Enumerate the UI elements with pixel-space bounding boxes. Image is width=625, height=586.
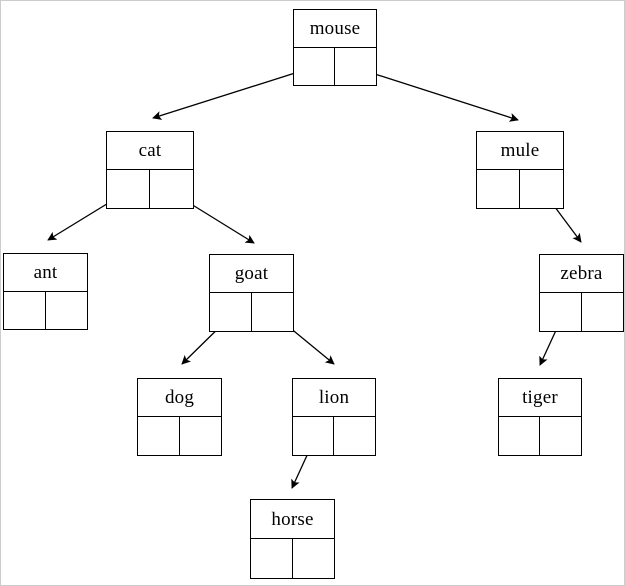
right-pointer-cell[interactable] bbox=[150, 170, 193, 208]
right-pointer-cell[interactable] bbox=[46, 292, 88, 330]
tree-edge-mouse-to-mule bbox=[352, 66, 519, 122]
left-pointer-cell[interactable] bbox=[107, 170, 150, 208]
node-pointer-cells bbox=[540, 293, 623, 331]
tree-edge-mouse-to-cat bbox=[152, 66, 315, 120]
node-label: dog bbox=[138, 379, 221, 417]
node-pointer-cells bbox=[294, 47, 376, 86]
node-label: zebra bbox=[540, 255, 623, 293]
node-label: ant bbox=[4, 254, 87, 292]
left-pointer-cell[interactable] bbox=[251, 539, 293, 578]
right-pointer-cell[interactable] bbox=[335, 48, 376, 86]
right-pointer-cell[interactable] bbox=[334, 417, 375, 455]
left-pointer-cell[interactable] bbox=[4, 291, 46, 329]
tree-node-lion[interactable]: lion bbox=[292, 378, 376, 456]
tree-node-horse[interactable]: horse bbox=[250, 499, 335, 579]
tree-node-zebra[interactable]: zebra bbox=[539, 254, 624, 332]
node-label: cat bbox=[107, 132, 193, 170]
tree-node-ant[interactable]: ant bbox=[3, 253, 88, 330]
node-pointer-cells bbox=[138, 417, 221, 455]
left-pointer-cell[interactable] bbox=[210, 293, 252, 331]
node-label: horse bbox=[251, 500, 334, 539]
left-pointer-cell[interactable] bbox=[294, 47, 335, 85]
node-label: mouse bbox=[294, 10, 376, 48]
node-pointer-cells bbox=[293, 417, 375, 455]
right-pointer-cell[interactable] bbox=[582, 293, 624, 331]
node-pointer-cells bbox=[107, 170, 193, 208]
right-pointer-cell[interactable] bbox=[540, 417, 581, 455]
left-pointer-cell[interactable] bbox=[138, 417, 180, 455]
node-pointer-cells bbox=[477, 170, 563, 208]
node-pointer-cells bbox=[210, 293, 293, 331]
left-pointer-cell[interactable] bbox=[293, 417, 334, 455]
node-label: tiger bbox=[499, 379, 581, 417]
right-pointer-cell[interactable] bbox=[180, 417, 222, 455]
tree-node-mouse[interactable]: mouse bbox=[293, 9, 377, 86]
tree-node-tiger[interactable]: tiger bbox=[498, 378, 582, 456]
tree-node-cat[interactable]: cat bbox=[106, 131, 194, 209]
node-pointer-cells bbox=[499, 417, 581, 455]
tree-node-mule[interactable]: mule bbox=[476, 131, 564, 209]
node-label: goat bbox=[210, 255, 293, 293]
left-pointer-cell[interactable] bbox=[477, 170, 520, 208]
right-pointer-cell[interactable] bbox=[252, 293, 294, 331]
left-pointer-cell[interactable] bbox=[499, 417, 540, 455]
left-pointer-cell[interactable] bbox=[540, 293, 582, 331]
tree-node-goat[interactable]: goat bbox=[209, 254, 294, 332]
node-label: mule bbox=[477, 132, 563, 170]
right-pointer-cell[interactable] bbox=[293, 539, 335, 578]
right-pointer-cell[interactable] bbox=[520, 170, 563, 208]
node-label: lion bbox=[293, 379, 375, 417]
tree-node-dog[interactable]: dog bbox=[137, 378, 222, 456]
node-pointer-cells bbox=[251, 539, 334, 578]
node-pointer-cells bbox=[4, 291, 88, 330]
